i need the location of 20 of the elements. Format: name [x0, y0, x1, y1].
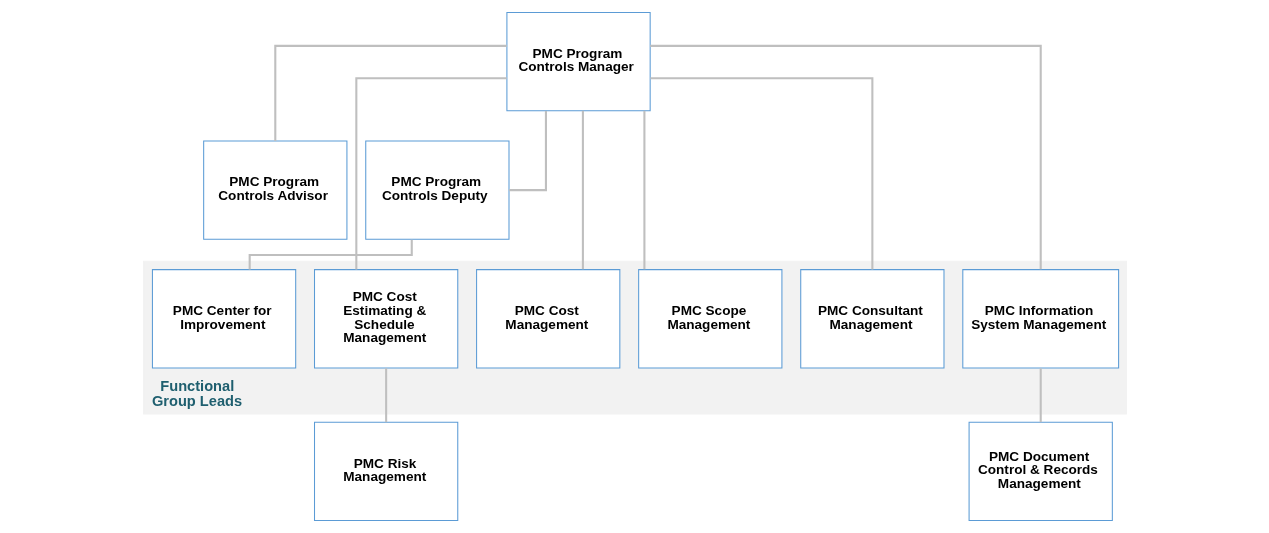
connector: [649, 77, 873, 270]
node-box: PMC Information System Management: [961, 269, 1119, 369]
connector: [354, 77, 507, 270]
connector: [508, 110, 547, 192]
connector: [1039, 368, 1042, 423]
node-box: PMC Center for Improvement: [151, 269, 296, 369]
node-box: PMC Consultant Management: [799, 269, 944, 369]
connector: [273, 44, 507, 141]
node-box: PMC Document Control & Records Management: [968, 421, 1113, 522]
connector: [581, 110, 584, 270]
node-box: PMC Program Controls Advisor: [202, 140, 347, 240]
connector: [642, 110, 645, 270]
node-box: PMC Program Controls Manager: [505, 11, 651, 112]
connector: [384, 368, 387, 423]
node-box: PMC Cost Estimating & Schedule Management: [313, 269, 458, 369]
node-box: PMC Risk Management: [313, 421, 458, 522]
node-box: PMC Scope Management: [637, 269, 782, 369]
node-box: PMC Cost Management: [475, 269, 620, 369]
node-box: PMC Program Controls Deputy: [364, 140, 510, 240]
connector: [649, 44, 1042, 270]
